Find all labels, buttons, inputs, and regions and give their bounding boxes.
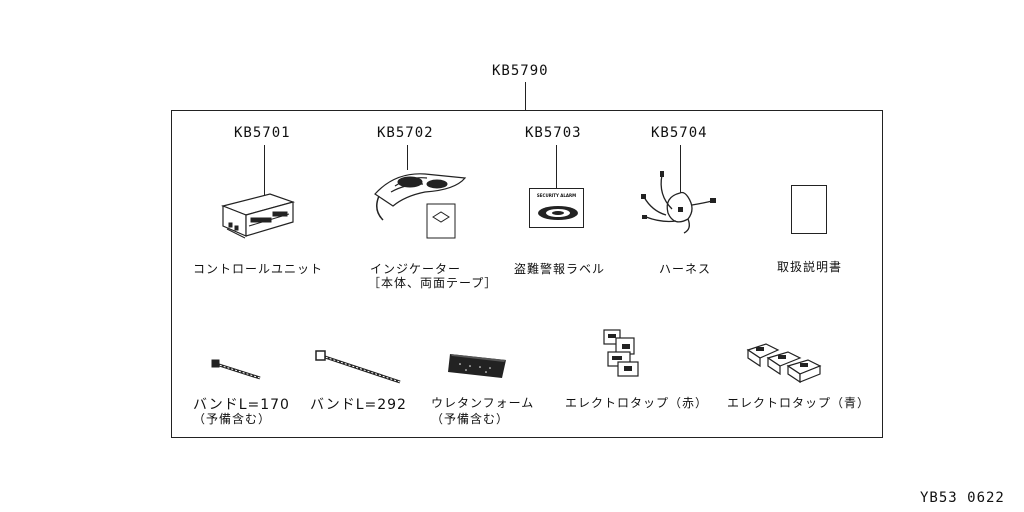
assembly-frame — [171, 110, 883, 438]
part-name-electro-tap-blue: エレクトロタップ（青） — [727, 396, 871, 410]
drawing-reference: YB53 0622 — [920, 490, 1005, 506]
part-name-band-292: バンドL=292 — [310, 397, 407, 413]
part-leader-kb5703 — [556, 145, 557, 188]
control-unit-drawing — [221, 193, 296, 239]
band-292-drawing — [315, 350, 401, 384]
assembly-code: KB5790 — [492, 63, 549, 79]
urethane-foam-drawing — [448, 354, 506, 378]
electro-tap-red-drawing — [603, 329, 639, 377]
part-name-manual: 取扱説明書 — [777, 260, 843, 274]
part-name-electro-tap-red: エレクトロタップ（赤） — [565, 396, 709, 410]
part-name-urethane-foam: ウレタンフォーム — [431, 396, 535, 410]
assembly-leader-line — [525, 82, 526, 110]
part-code-kb5702: KB5702 — [377, 125, 434, 141]
part-code-kb5701: KB5701 — [234, 125, 291, 141]
part-name-indicator-detail: ［本体、両面テープ］ — [368, 276, 498, 290]
security-alarm-label-text: SECURITY ALARM — [536, 193, 577, 198]
part-name-harness: ハーネス — [659, 262, 712, 276]
harness-drawing — [641, 171, 716, 234]
part-name-urethane-foam-note: （予備含む） — [431, 412, 510, 426]
part-code-kb5703: KB5703 — [525, 125, 582, 141]
part-leader-kb5704 — [680, 145, 681, 193]
part-name-security-label: 盗難警報ラベル — [514, 262, 606, 276]
security-alarm-emblem-icon — [538, 206, 578, 220]
part-leader-kb5701 — [264, 145, 265, 195]
electro-tap-blue-drawing — [746, 343, 822, 384]
security-alarm-label-drawing: SECURITY ALARM — [529, 188, 584, 228]
part-code-kb5704: KB5704 — [651, 125, 708, 141]
part-name-indicator: インジケーター — [370, 262, 462, 276]
band-170-drawing — [211, 359, 261, 380]
part-name-control-unit: コントロールユニット — [193, 262, 324, 276]
indicator-drawing — [374, 173, 467, 239]
part-name-band-170-note: （予備含む） — [193, 412, 272, 426]
part-leader-kb5702 — [407, 145, 408, 170]
part-name-band-170: バンドL=170 — [193, 397, 290, 413]
manual-drawing — [791, 185, 827, 234]
